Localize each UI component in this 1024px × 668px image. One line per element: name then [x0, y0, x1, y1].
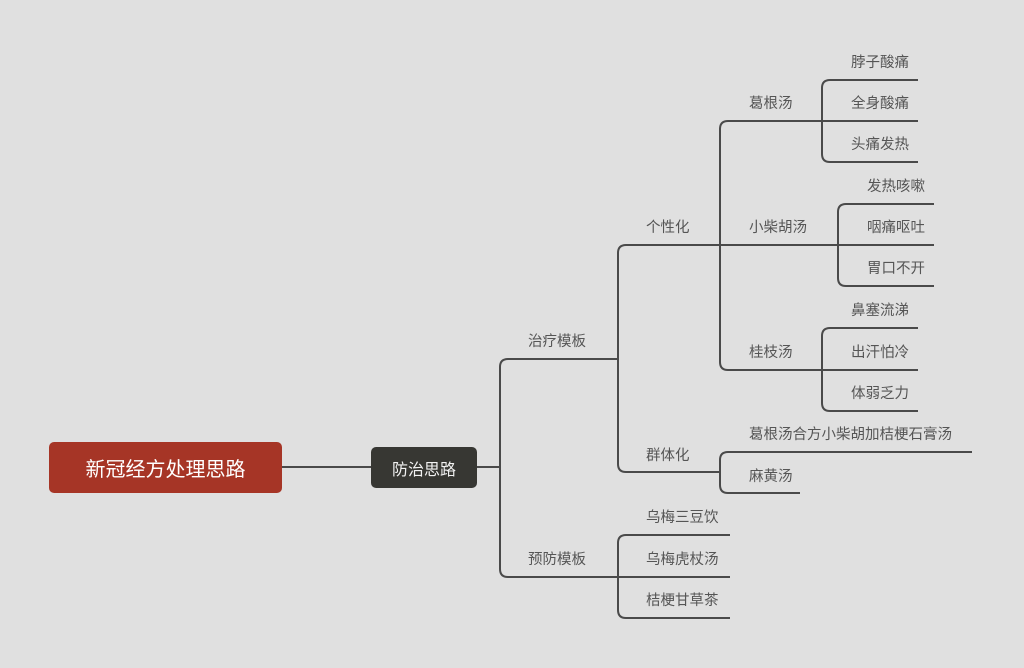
node-group[interactable]: 群体化 — [646, 448, 690, 464]
node-gegen[interactable]: 葛根汤 — [749, 96, 793, 112]
leaf-node[interactable]: 乌梅三豆饮 — [646, 510, 719, 526]
node-xiaochaihu[interactable]: 小柴胡汤 — [749, 220, 807, 236]
level1-connector — [499, 358, 618, 578]
leaf-node[interactable]: 体弱乏力 — [851, 386, 909, 402]
main-topic-label: 防治思路 — [391, 459, 456, 479]
node-treatment-template[interactable]: 治疗模板 — [528, 334, 586, 350]
leaf-node[interactable]: 出汗怕冷 — [851, 345, 909, 361]
leaf-node[interactable]: 麻黄汤 — [749, 469, 793, 485]
root-node[interactable]: 新冠经方处理思路 — [49, 442, 282, 493]
leaf-node[interactable]: 乌梅虎杖汤 — [646, 552, 719, 568]
treatment-connector — [617, 244, 720, 473]
node-individual[interactable]: 个性化 — [646, 220, 690, 236]
leaf-node[interactable]: 头痛发热 — [851, 137, 909, 153]
root-label: 新冠经方处理思路 — [85, 457, 246, 481]
leaf-node[interactable]: 胃口不开 — [867, 261, 925, 277]
main-topic-node[interactable]: 防治思路 — [371, 447, 477, 488]
leaf-node[interactable]: 全身酸痛 — [851, 96, 909, 112]
leaf-node[interactable]: 咽痛呕吐 — [867, 220, 925, 236]
leaf-node[interactable]: 鼻塞流涕 — [851, 303, 909, 319]
leaf-node[interactable]: 葛根汤合方小柴胡加桔梗石膏汤 — [749, 427, 952, 443]
leaf-node[interactable]: 脖子酸痛 — [851, 55, 909, 71]
node-guizhi[interactable]: 桂枝汤 — [749, 345, 793, 361]
leaf-node[interactable]: 发热咳嗽 — [867, 179, 925, 195]
group-connector — [719, 451, 972, 494]
node-prevention-template[interactable]: 预防模板 — [528, 552, 586, 568]
leaf-node[interactable]: 桔梗甘草茶 — [646, 593, 719, 609]
